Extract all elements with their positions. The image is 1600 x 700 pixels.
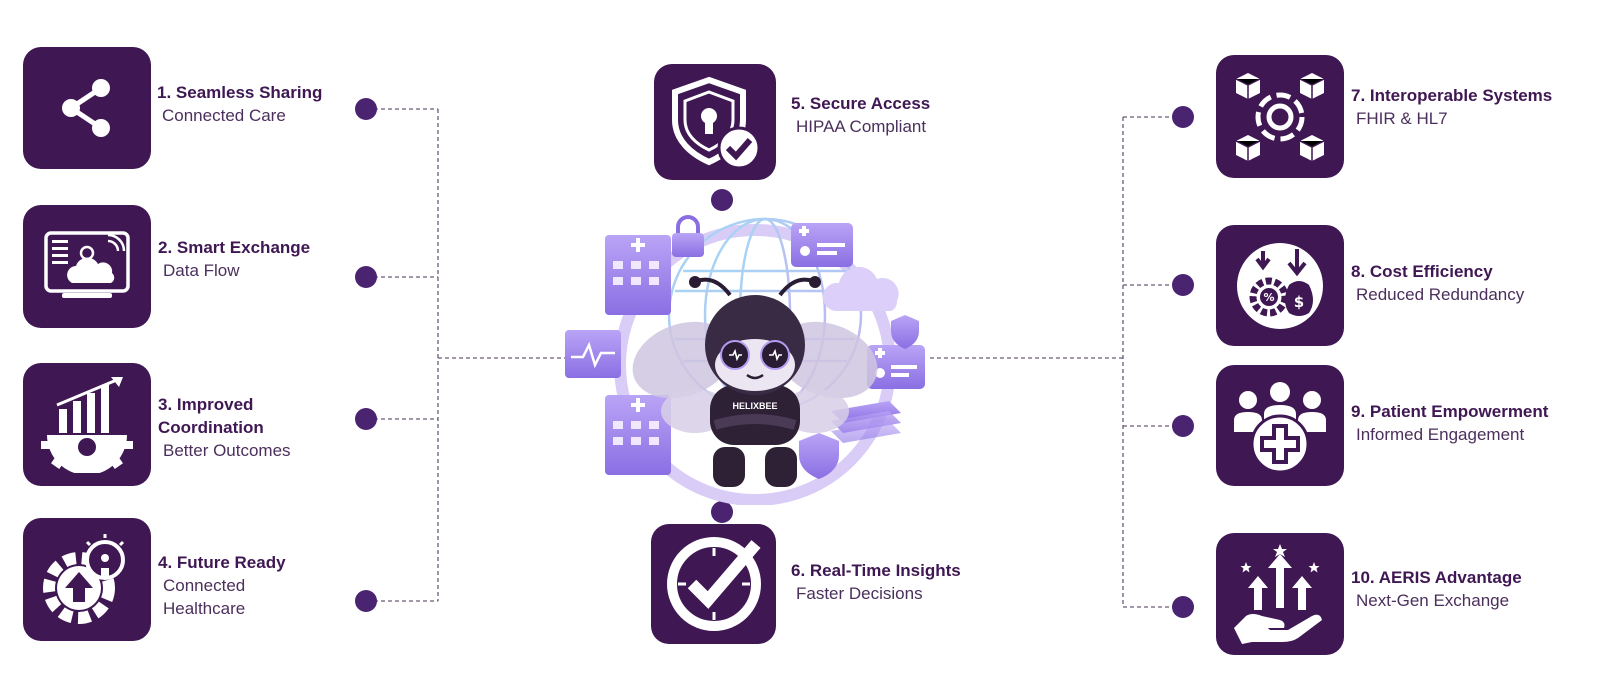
- connector-dot: [711, 189, 733, 211]
- label-seamless-sharing: 1. Seamless Sharing Connected Care: [157, 81, 357, 127]
- svg-text:%: %: [1263, 291, 1274, 304]
- connector-dot: [1172, 274, 1194, 296]
- shield-icon: [891, 315, 919, 349]
- item-subtitle: Data Flow: [163, 261, 240, 280]
- cost-gear-icon: % $: [1237, 242, 1323, 329]
- bee-mascot-icon: HELIXBEE: [632, 276, 878, 487]
- tile-real-time-insights: [651, 524, 776, 644]
- tile-seamless-sharing: [23, 47, 151, 169]
- item-subtitle: Informed Engagement: [1356, 425, 1525, 444]
- item-subtitle: Connected Healthcare: [163, 576, 246, 618]
- tile-patient-empowerment: [1216, 365, 1344, 486]
- label-real-time-insights: 6. Real-Time Insights Faster Decisions: [791, 559, 1021, 605]
- tile-secure-access: [654, 64, 776, 180]
- document-stack-icon: [831, 401, 901, 443]
- growth-gear-icon: [41, 376, 133, 473]
- heart-monitor-icon: [565, 330, 621, 378]
- people-plus-icon: [1234, 381, 1326, 473]
- connector-dot: [1172, 415, 1194, 437]
- cloud-monitor-icon: [44, 230, 130, 298]
- hospital-building-icon: [605, 235, 671, 315]
- padlock-icon: [672, 215, 704, 257]
- connector-dot: [355, 98, 377, 120]
- tile-interoperable-systems: [1216, 55, 1344, 178]
- item-subtitle: Connected Care: [162, 106, 286, 125]
- tile-aeris-advantage: [1216, 533, 1344, 655]
- item-title: 7. Interoperable Systems: [1351, 86, 1553, 105]
- item-title: 3. Improved Coordination: [158, 395, 264, 437]
- connector-dot: [355, 266, 377, 288]
- connector-dot: [1172, 596, 1194, 618]
- item-subtitle: Reduced Redundancy: [1356, 285, 1525, 304]
- svg-text:$: $: [1294, 293, 1304, 311]
- share-icon: [62, 79, 110, 137]
- tile-cost-efficiency: % $: [1216, 225, 1344, 346]
- label-future-ready: 4. Future Ready Connected Healthcare: [158, 551, 358, 620]
- id-card-icon: [867, 345, 925, 389]
- item-title: 2. Smart Exchange: [158, 238, 311, 257]
- connector-dot: [711, 501, 733, 523]
- item-subtitle: Next-Gen Exchange: [1356, 591, 1510, 610]
- label-interoperable-systems: 7. Interoperable Systems FHIR & HL7: [1351, 84, 1591, 130]
- tile-future-ready: [23, 518, 151, 641]
- item-title: 4. Future Ready: [158, 553, 286, 572]
- shield-lock-icon: [672, 76, 761, 170]
- mascot-badge: HELIXBEE: [732, 401, 777, 411]
- item-title: 1. Seamless Sharing: [157, 83, 323, 102]
- label-smart-exchange: 2. Smart Exchange Data Flow: [158, 236, 358, 282]
- hospital-building-icon: [605, 395, 671, 475]
- item-subtitle: Better Outcomes: [163, 441, 291, 460]
- item-title: 8. Cost Efficiency: [1351, 262, 1493, 281]
- connector-dot: [355, 590, 377, 612]
- clock-check-icon: [666, 537, 761, 631]
- central-illustration: HELIXBEE: [565, 215, 925, 505]
- label-aeris-advantage: 10. AERIS Advantage Next-Gen Exchange: [1351, 566, 1591, 612]
- tile-smart-exchange: [23, 205, 151, 328]
- item-subtitle: HIPAA Compliant: [796, 117, 927, 136]
- item-subtitle: FHIR & HL7: [1356, 109, 1448, 128]
- tile-improved-coordination: [23, 363, 151, 486]
- gear-lightbulb-icon: [43, 533, 125, 624]
- label-cost-efficiency: 8. Cost Efficiency Reduced Redundancy: [1351, 260, 1591, 306]
- id-card-icon: [791, 223, 853, 267]
- item-title: 6. Real-Time Insights: [791, 561, 961, 580]
- connector-dot: [1172, 106, 1194, 128]
- item-title: 9. Patient Empowerment: [1351, 402, 1549, 421]
- item-subtitle: Faster Decisions: [796, 584, 923, 603]
- label-improved-coordination: 3. Improved Coordination Better Outcomes: [158, 393, 358, 462]
- item-title: 5. Secure Access: [791, 94, 931, 113]
- shield-icon: [799, 433, 839, 479]
- cloud-icon: [822, 266, 899, 311]
- hand-arrows-icon: [1234, 544, 1322, 644]
- label-secure-access: 5. Secure Access HIPAA Compliant: [791, 92, 1011, 138]
- label-patient-empowerment: 9. Patient Empowerment Informed Engageme…: [1351, 400, 1591, 446]
- connector-dot: [355, 408, 377, 430]
- network-cubes-icon: [1235, 72, 1325, 161]
- item-title: 10. AERIS Advantage: [1351, 568, 1522, 587]
